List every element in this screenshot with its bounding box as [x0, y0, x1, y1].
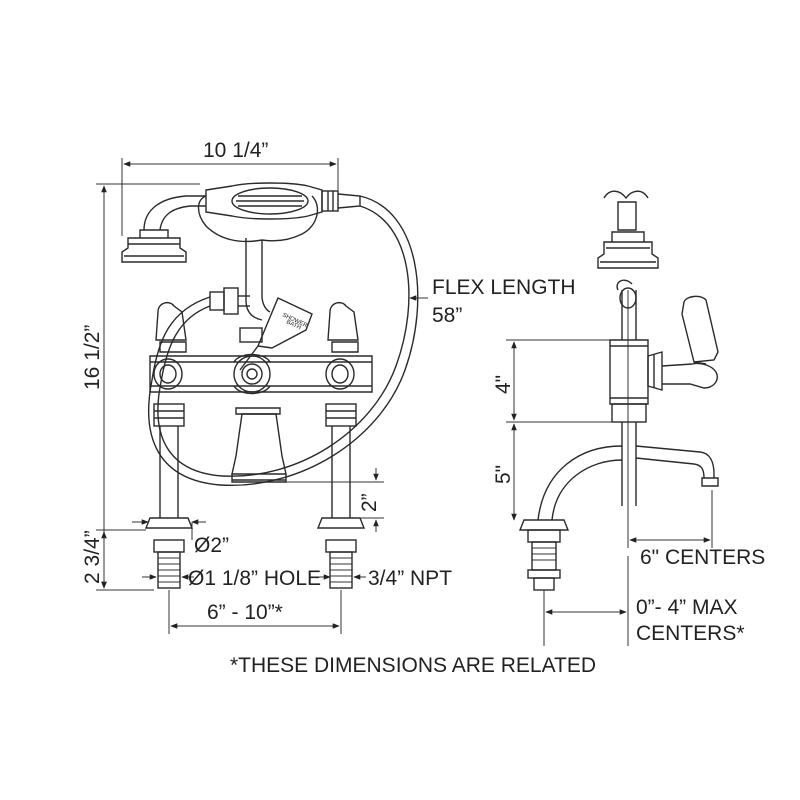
dim-side-5-label: 5": [492, 465, 515, 484]
dim-side-4: 4": [492, 339, 612, 423]
dim-overall-width: 10 1/4”: [121, 139, 339, 236]
right-handle: [325, 301, 359, 427]
left-handle: [153, 301, 187, 427]
dim-base-height: 2 3/4”: [81, 529, 146, 589]
dim-flange-diameter-label: Ø2”: [194, 534, 229, 557]
dim-overall-height: 16 1/2”: [81, 183, 200, 591]
front-view: SHOWER BATH: [81, 139, 576, 634]
cradle-arm: [197, 195, 319, 321]
spout: [231, 407, 287, 483]
dim-max-centers-line1: 0”- 4” MAX: [636, 596, 738, 619]
dim-overall-width-label: 10 1/4”: [203, 139, 268, 162]
dim-spout-height-label: 2”: [358, 493, 381, 512]
side-view: 4" 5" 6" CENTERS 0”- 4” MAX CENTERS*: [492, 190, 765, 646]
footnote: *THESE DIMENSIONS ARE RELATED: [230, 654, 596, 677]
dim-overall-height-label: 16 1/2”: [81, 325, 104, 390]
dim-centers-front-label: 6” - 10”*: [207, 601, 283, 624]
legs: [144, 426, 366, 589]
dim-side-5: 5": [492, 423, 517, 521]
dim-side-centers-label: 6" CENTERS: [640, 546, 765, 569]
faucet-body: [149, 353, 373, 395]
dim-side-centers: 6" CENTERS: [627, 490, 765, 569]
diverter-lever: SHOWER BATH: [239, 297, 313, 371]
dim-max-centers-line2: CENTERS*: [636, 622, 745, 645]
dim-hole-thread: Ø1 1/8” HOLE 3/4” NPT: [142, 567, 452, 590]
dim-flange-diameter: Ø2”: [132, 519, 229, 557]
dim-base-height-label: 2 3/4”: [81, 530, 104, 584]
flex-length-value: 58”: [432, 304, 462, 327]
dim-centers-front: 6” - 10”*: [168, 590, 342, 634]
hand-shower: [121, 182, 361, 263]
dim-max-centers: 0”- 4” MAX CENTERS*: [543, 556, 745, 646]
flex-length-label: FLEX LENGTH: [432, 276, 576, 299]
dim-spout-height: 2”: [286, 468, 384, 532]
dim-side-4-label: 4": [492, 375, 515, 394]
dim-hole-label: Ø1 1/8” HOLE: [188, 567, 321, 590]
hose-elbow: [209, 287, 250, 315]
dim-thread-label: 3/4” NPT: [368, 567, 452, 590]
dim-flex-length: FLEX LENGTH 58”: [409, 276, 576, 327]
